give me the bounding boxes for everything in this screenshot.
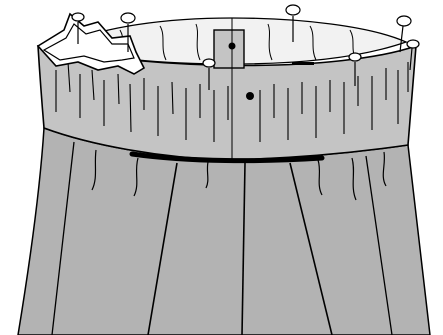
center-tag — [214, 30, 244, 68]
center-dot — [246, 92, 254, 100]
edge-marker — [292, 62, 314, 65]
